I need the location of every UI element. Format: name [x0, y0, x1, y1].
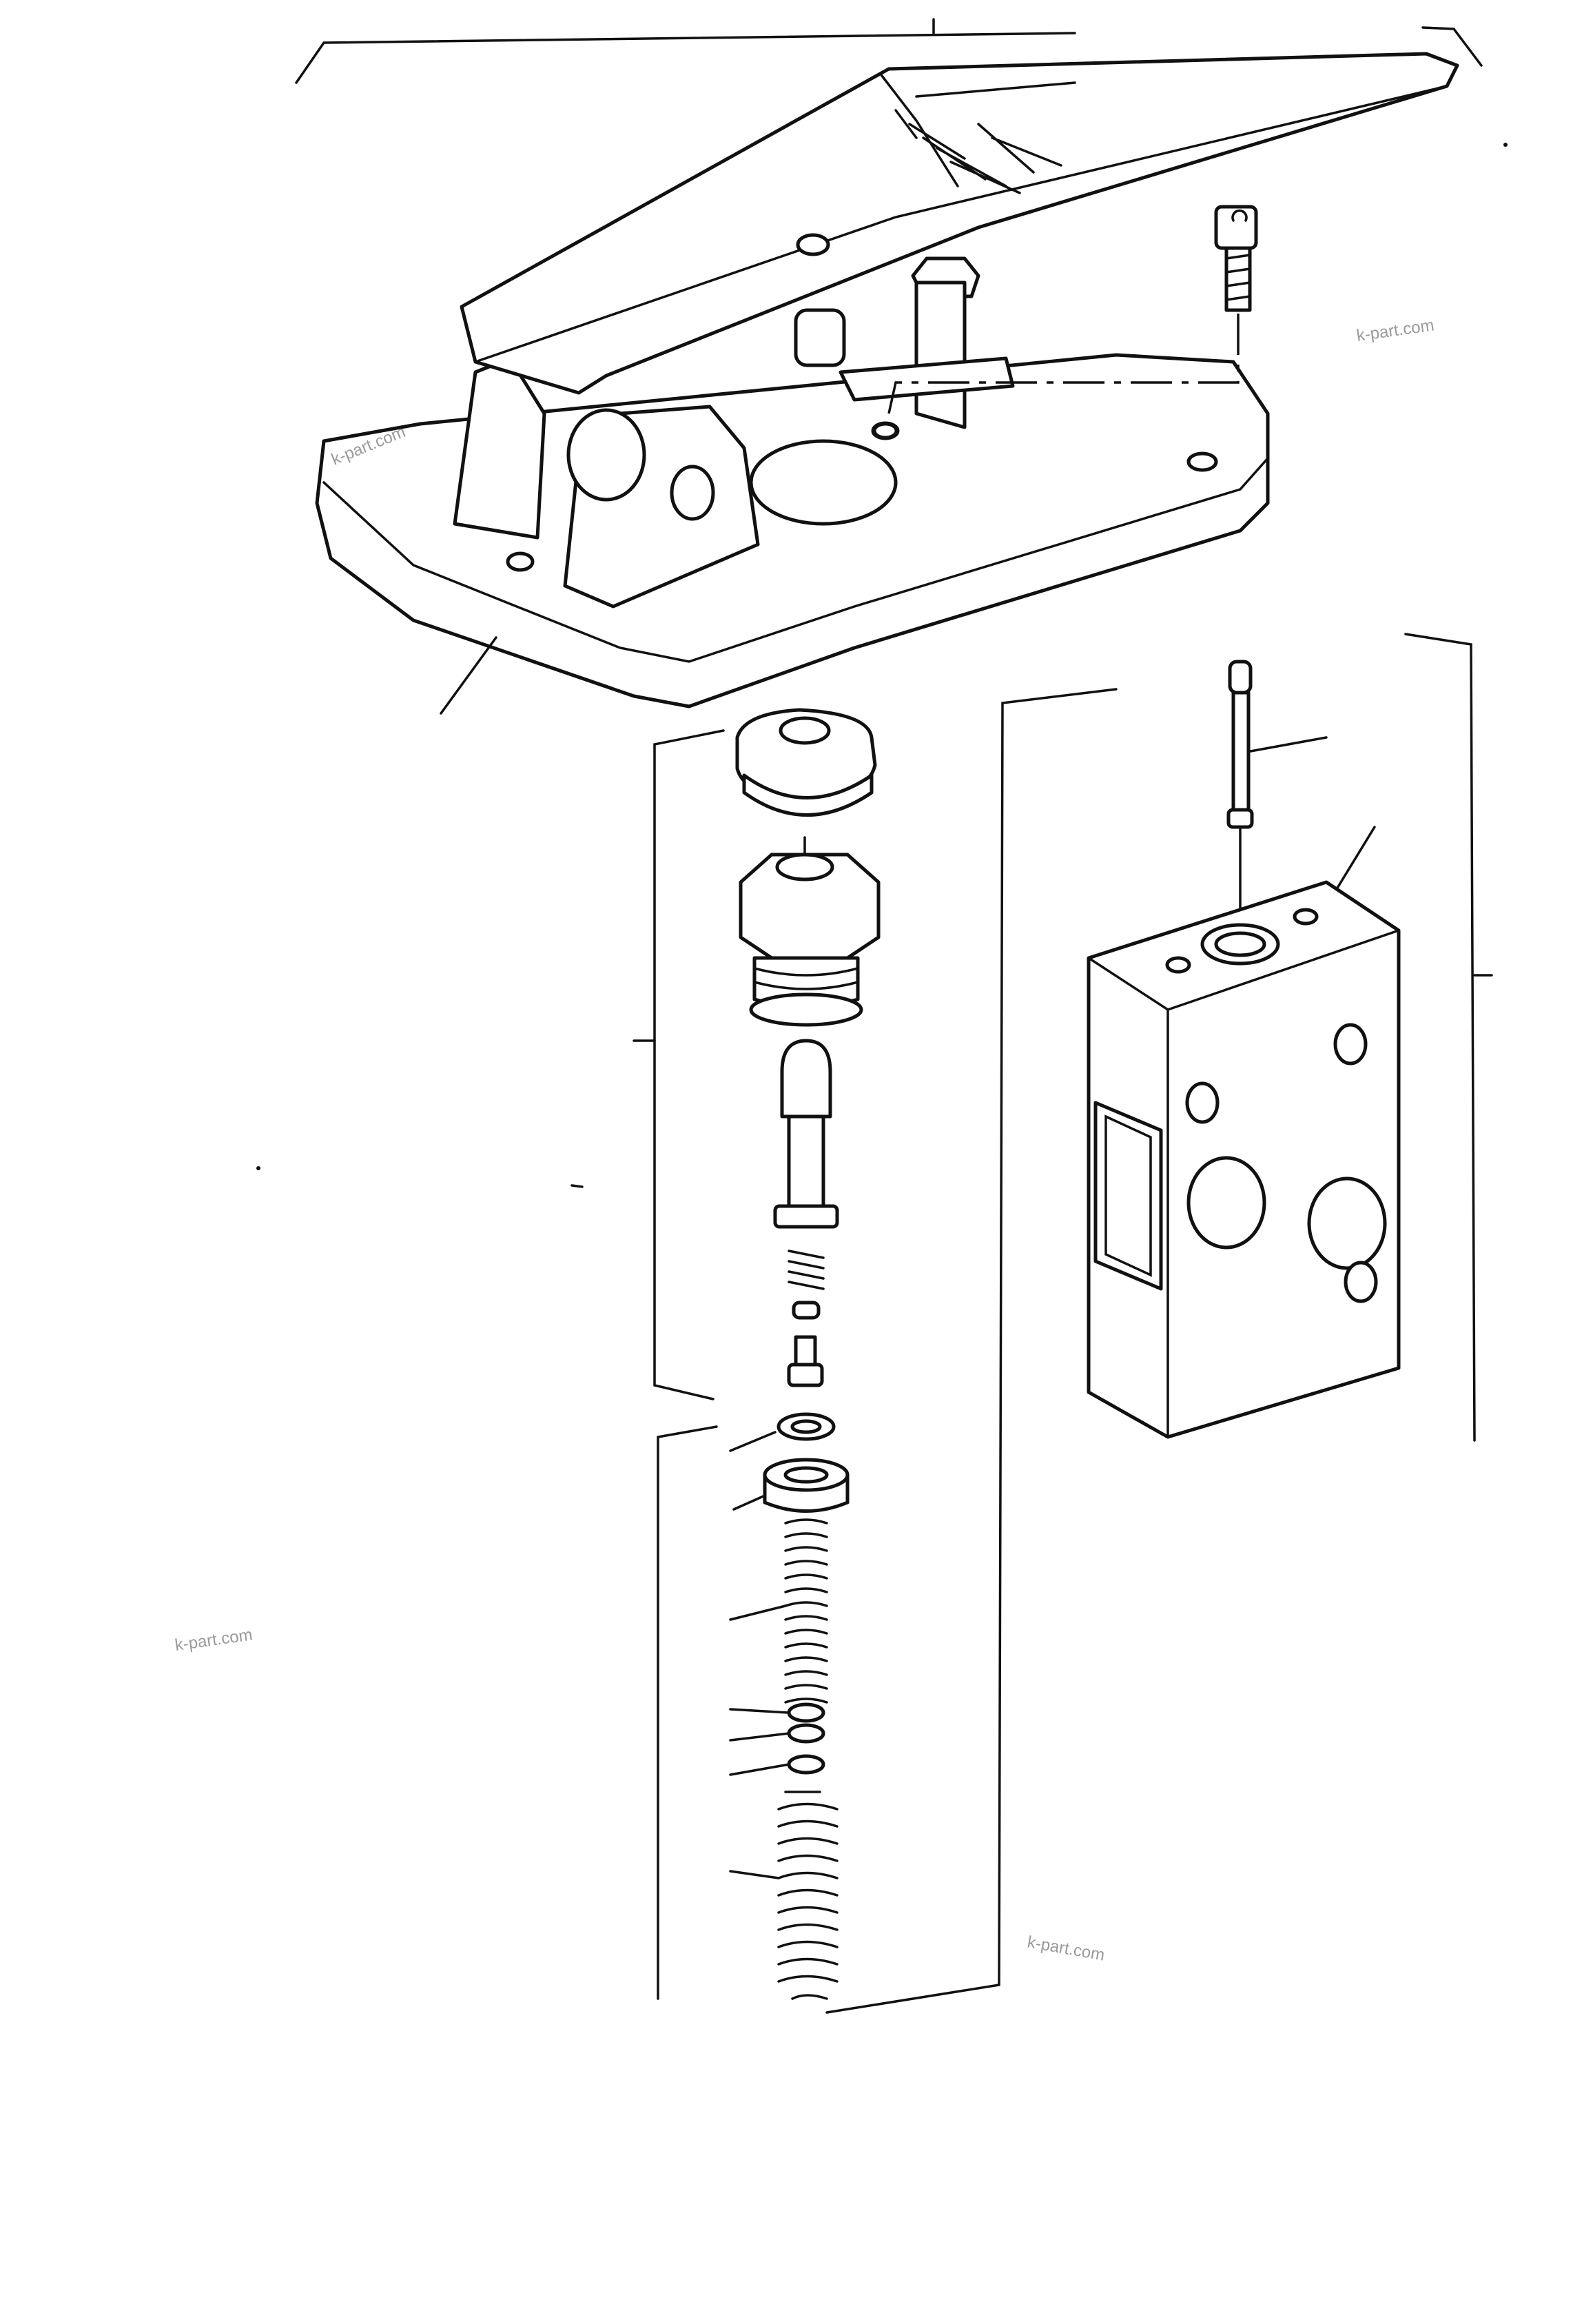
- valve-cap: [735, 708, 877, 863]
- snap-ring: [729, 1412, 836, 1452]
- leader-main-spring: [729, 1604, 787, 1621]
- pedal-hole: [796, 233, 830, 256]
- pivot-hole: [670, 465, 715, 521]
- stray-marks: [256, 143, 1508, 1188]
- hinge-assembly: [453, 356, 760, 609]
- pedal: [460, 52, 1459, 440]
- side-port-1: [1186, 1156, 1266, 1250]
- watermark-3: k-part.com: [174, 1625, 254, 1655]
- leader-washer-3: [729, 1763, 790, 1776]
- valve-body: [1087, 826, 1401, 1439]
- adjusting-pin: [1226, 660, 1328, 918]
- small-spring: [788, 1250, 825, 1320]
- right-bracket: [825, 633, 1493, 2014]
- leader-spring-seat: [732, 1494, 766, 1511]
- leader-valve-body: [1335, 826, 1376, 890]
- leader-washer-1: [729, 1708, 790, 1714]
- mount-hole-front: [506, 551, 535, 572]
- return-spring: [729, 1791, 839, 2000]
- top-bracket: [295, 18, 1483, 84]
- left-bracket: [633, 729, 725, 2000]
- mount-hole-right: [1186, 451, 1218, 472]
- small-pin: [787, 1335, 824, 1387]
- name-plate: [1093, 1101, 1163, 1291]
- cap-screw: [887, 205, 1258, 414]
- leader-washer-2: [729, 1732, 790, 1742]
- hex-bushing: [739, 853, 881, 1027]
- watermark-1: k-part.com: [1355, 316, 1435, 345]
- pedal-plunger: [794, 308, 846, 367]
- watermark-4: k-part.com: [1026, 1933, 1106, 1964]
- base-plate: [315, 353, 1270, 715]
- spring-seat: [732, 1458, 850, 1513]
- side-port-2: [1307, 1176, 1387, 1270]
- leader-return-spring: [729, 1870, 780, 1879]
- leader-pin: [1249, 736, 1328, 753]
- washer-stack: [729, 1702, 825, 1776]
- leader-base-plate: [440, 636, 497, 715]
- plunger-rod: [773, 1039, 839, 1229]
- center-hole: [749, 439, 898, 526]
- leader-snap-ring: [729, 1431, 777, 1452]
- main-spring: [729, 1518, 828, 1704]
